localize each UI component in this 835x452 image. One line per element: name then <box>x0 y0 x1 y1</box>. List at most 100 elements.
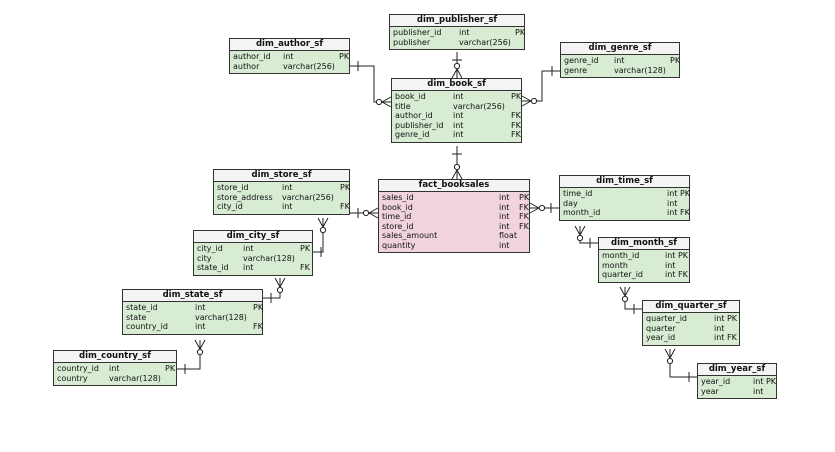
column-row: state_id int PK <box>126 303 263 313</box>
connector-line <box>669 349 697 378</box>
column-name: publisher_id <box>395 120 444 130</box>
column-key: PK <box>253 303 264 312</box>
connector-line <box>451 169 458 180</box>
column-name: state_id <box>126 303 158 312</box>
column-key: FK <box>519 202 529 212</box>
entity-title: dim_book_sf <box>392 79 521 91</box>
column-type: varchar(128) <box>243 253 295 263</box>
column-type: int <box>667 198 678 208</box>
column-row: year int <box>701 387 773 397</box>
column-name: month_id <box>563 208 601 217</box>
connector-line <box>456 68 463 79</box>
column-key: PK <box>300 244 311 253</box>
entity-title: dim_state_sf <box>123 290 262 302</box>
column-type: int FK <box>665 270 688 279</box>
column-type: int <box>665 260 676 270</box>
column-type: int <box>195 322 206 331</box>
connector-line <box>279 277 286 288</box>
entity-title: fact_booksales <box>379 180 529 192</box>
column-type: int <box>499 221 510 231</box>
entity-title: dim_time_sf <box>560 176 689 188</box>
column-name: book_id <box>395 92 426 101</box>
cardinality-circle <box>538 204 546 212</box>
connector-line <box>669 348 676 359</box>
connector-line <box>574 225 581 236</box>
column-type: int <box>499 212 510 221</box>
column-key: PK <box>519 193 530 202</box>
entity-title: dim_genre_sf <box>561 43 679 55</box>
column-name: title <box>395 101 411 111</box>
column-name: author <box>233 61 260 71</box>
connector-line <box>522 70 560 102</box>
column-type: int <box>753 386 764 396</box>
column-key: FK <box>300 263 310 272</box>
column-key: FK <box>253 322 263 331</box>
column-type: int PK <box>667 189 691 198</box>
entity-title: dim_year_sf <box>698 364 776 376</box>
column-name: store_address <box>217 192 273 202</box>
column-row: month_id int FK <box>563 208 690 218</box>
connector-line <box>529 207 540 214</box>
column-type: int <box>614 56 625 65</box>
connector-line <box>521 95 532 102</box>
connector-line <box>381 101 392 108</box>
column-type: int <box>195 303 206 312</box>
column-key: PK <box>165 364 176 373</box>
connector-line <box>322 217 329 228</box>
column-key: FK <box>511 111 521 120</box>
column-type: varchar(256) <box>283 61 335 71</box>
column-key: FK <box>340 202 350 211</box>
connector-line <box>456 169 463 180</box>
connector-line <box>313 218 324 253</box>
connector-line <box>579 225 586 236</box>
column-key: PK <box>340 183 351 192</box>
connector-line <box>194 339 201 350</box>
column-type: int <box>283 52 294 61</box>
column-type: int FK <box>667 208 690 217</box>
entity-title: dim_month_sf <box>599 238 689 250</box>
column-name: state_id <box>197 263 229 272</box>
column-name: year <box>701 386 719 396</box>
cardinality-circle <box>621 295 629 303</box>
column-key: PK <box>339 52 350 61</box>
column-name: genre_id <box>395 130 430 139</box>
column-name: country_id <box>126 322 168 331</box>
